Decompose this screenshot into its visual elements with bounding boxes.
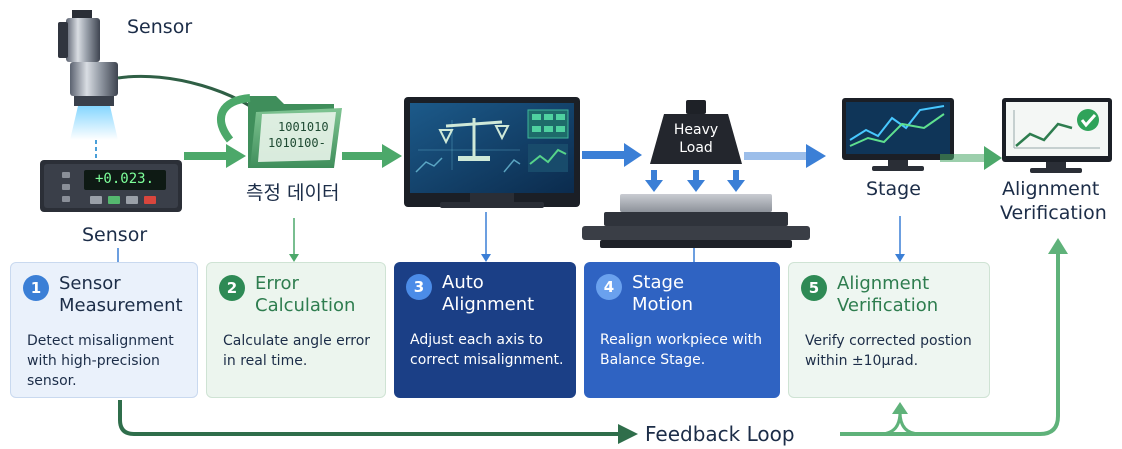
- data-bits-line1: 1001010: [278, 120, 329, 134]
- sensor-device-label: Sensor: [127, 16, 193, 38]
- data-bits-line2: 1010100-: [268, 136, 326, 150]
- heavy-load-label-line1: Heavy: [673, 122, 719, 138]
- balance-stage-platform-icon: [582, 194, 810, 248]
- stage-label: Stage: [866, 178, 921, 200]
- alignment-monitor-icon: [404, 97, 580, 208]
- step-number-badge: 5: [801, 275, 827, 301]
- alignment-verification-label-line2: Verification: [1000, 202, 1107, 224]
- feedback-loop-arrow: [118, 238, 1068, 444]
- heavy-load-label-line2: Load: [679, 140, 713, 156]
- step-number-badge: 2: [219, 275, 245, 301]
- green-flow-arrows: [184, 94, 402, 168]
- step-number-badge: 1: [23, 275, 49, 301]
- card-connectors: [117, 212, 905, 262]
- step-number-badge: 4: [596, 274, 622, 300]
- sensor-readout-label: Sensor: [82, 224, 148, 246]
- heavy-load-weight-icon: [650, 100, 742, 164]
- measurement-data-label: 측정 데이터: [246, 182, 340, 204]
- sensor-readout-device-icon: [40, 160, 182, 212]
- sensor-probe-icon: [58, 10, 270, 158]
- step-number-badge: 3: [406, 274, 432, 300]
- green-verify-arrow: [940, 146, 1002, 170]
- blue-flow-arrows: [582, 143, 826, 192]
- verification-monitor-icon: [1002, 98, 1112, 173]
- alignment-verification-label-line1: Alignment: [1002, 178, 1100, 200]
- display-value: +0.023.: [95, 171, 155, 187]
- stage-monitor-icon: [842, 98, 954, 171]
- data-folder-icon: [248, 96, 342, 168]
- checkmark-icon: [1080, 113, 1097, 128]
- feedback-loop-label: Feedback Loop: [645, 422, 795, 446]
